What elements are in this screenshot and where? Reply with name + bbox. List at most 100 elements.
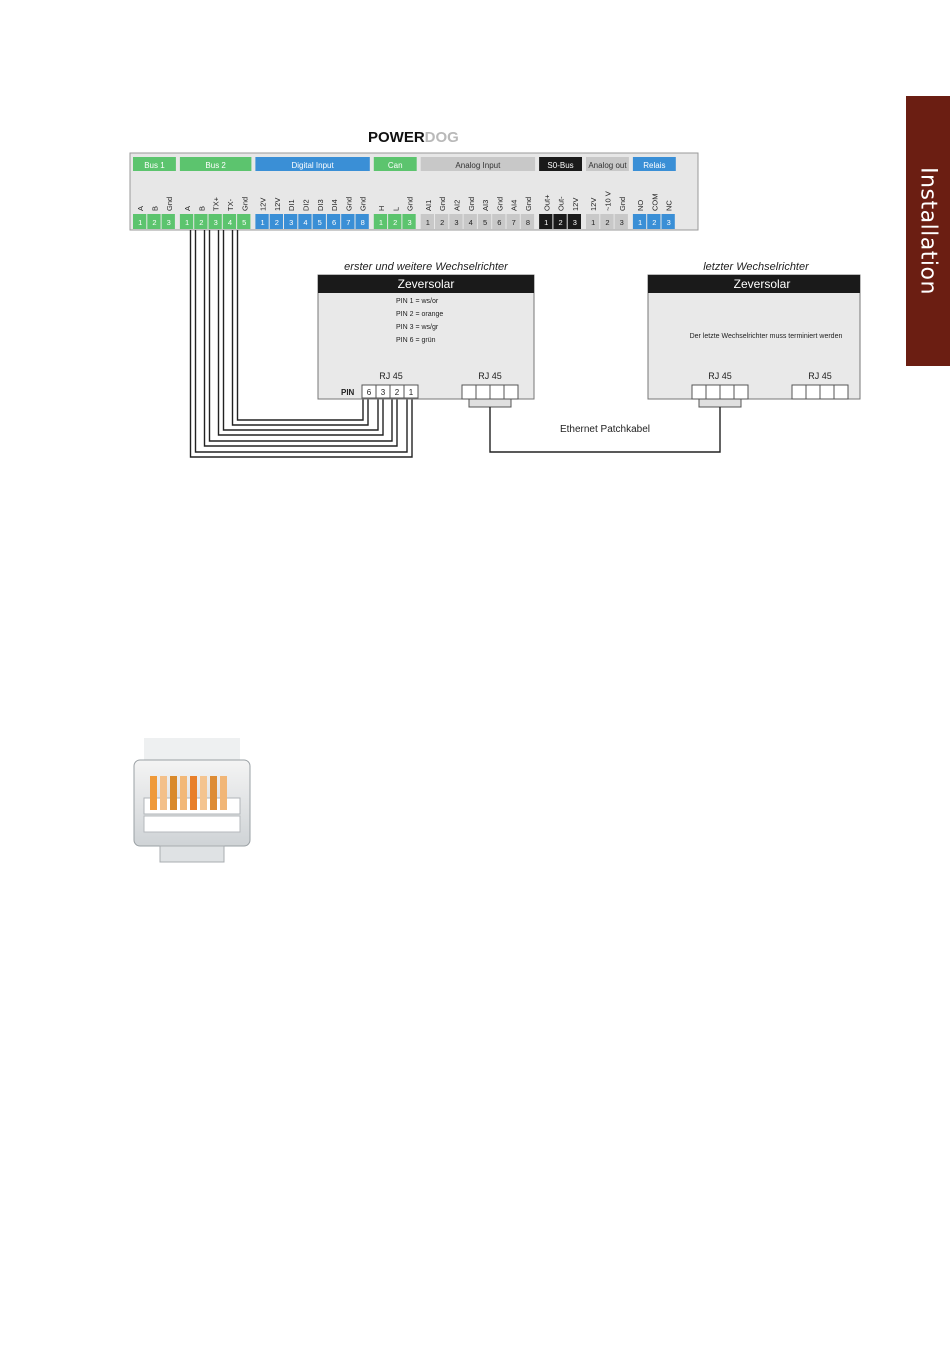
terminal-label: ~10 V: [603, 191, 612, 211]
terminal-number: 5: [483, 218, 487, 227]
terminal-label: 12V: [571, 198, 580, 211]
terminal-number: 3: [620, 218, 624, 227]
terminal-number-cell: [463, 214, 477, 229]
terminal-number-cell: [133, 214, 147, 229]
terminal-number: 1: [260, 218, 264, 227]
terminal-label: Gnd: [344, 197, 353, 211]
terminal-label: 12V: [589, 198, 598, 211]
terminal-group-header-2: [255, 157, 370, 171]
last-inverter-box: [647, 274, 861, 400]
terminal-number-cell: [586, 214, 600, 229]
terminal-number: 5: [242, 218, 246, 227]
terminal-number: 8: [361, 218, 365, 227]
termination-note: Der letzte Wechselrichter muss terminier…: [690, 333, 843, 340]
terminal-number: 2: [605, 218, 609, 227]
last-rj45-port-left: [691, 384, 749, 408]
terminal-label: Gnd: [359, 197, 368, 211]
terminal-number: 1: [544, 218, 548, 227]
terminal-number-cell: [179, 214, 194, 229]
terminal-group-header-5: [539, 157, 582, 171]
terminal-number: 2: [152, 218, 156, 227]
terminal-label: DI1: [287, 199, 296, 211]
terminal-label: Gnd: [618, 197, 627, 211]
terminal-number: 3: [289, 218, 293, 227]
terminal-group-header-3: [373, 157, 417, 171]
rj45-connector-image: [133, 738, 251, 863]
terminal-number-cell: [298, 214, 312, 229]
terminal-number-cell: [614, 214, 628, 229]
terminal-label: NO: [636, 200, 645, 211]
terminal-label: TX-: [226, 198, 235, 211]
terminal-number: 4: [469, 218, 473, 227]
terminal-label: Gnd: [165, 197, 174, 211]
terminal-group-title-6: Analog out: [588, 161, 627, 170]
terminal-number-cell: [161, 214, 175, 229]
pin-3: 3: [381, 388, 386, 397]
terminal-number-cell: [553, 214, 567, 229]
terminal-number-cell: [194, 214, 208, 229]
terminal-number-cell: [355, 214, 369, 229]
terminal-number-cell: [269, 214, 283, 229]
terminal-label: DI4: [330, 199, 339, 211]
pin-2: 2: [395, 388, 400, 397]
terminal-label: AI4: [510, 200, 519, 211]
terminal-label: Out-: [557, 196, 566, 211]
terminal-number: 2: [440, 218, 444, 227]
first-inverter-title: Zeversolar: [398, 277, 455, 291]
terminal-label: TX+: [212, 196, 221, 211]
terminal-number-cell: [520, 214, 535, 229]
terminal-number-cell: [632, 214, 647, 229]
terminal-label: 12V: [259, 198, 268, 211]
terminal-number: 5: [318, 218, 322, 227]
last-inverter-header: [648, 275, 860, 293]
terminal-label: COM: [650, 194, 659, 212]
first-inverter-header: [318, 275, 534, 293]
terminal-label: A: [183, 206, 192, 211]
terminal-number: 6: [332, 218, 336, 227]
terminal-label: AI3: [481, 200, 490, 211]
terminal-number-cell: [661, 214, 675, 229]
terminal-label: DI2: [301, 199, 310, 211]
terminal-number: 1: [426, 218, 430, 227]
first-inverter-box: [317, 274, 535, 400]
terminal-number-cell: [341, 214, 355, 229]
terminal-number-cell: [492, 214, 506, 229]
terminal-number: 7: [346, 218, 350, 227]
terminal-label: Gnd: [240, 197, 249, 211]
terminal-number-cell: [147, 214, 161, 229]
pin-1: 1: [409, 388, 414, 397]
terminal-number: 1: [138, 218, 142, 227]
terminal-number-cell: [420, 214, 434, 229]
terminal-group-title-3: Can: [388, 161, 403, 170]
terminal-group-header-0: [133, 157, 176, 171]
terminal-group-title-2: Digital Input: [291, 161, 334, 170]
last-rj45-port-right: [791, 384, 849, 400]
terminal-number: 3: [573, 218, 577, 227]
terminal-group-title-4: Analog Input: [455, 161, 501, 170]
terminal-number: 8: [526, 218, 530, 227]
terminal-label: H: [377, 206, 386, 211]
terminal-number-cell: [255, 214, 269, 229]
terminal-number-cell: [222, 214, 237, 229]
terminal-label: NC: [665, 200, 674, 211]
ethernet-patch-cable: [489, 407, 721, 453]
terminal-group-header-7: [632, 157, 676, 171]
terminal-number-cell: [435, 214, 449, 229]
terminal-label: 12V: [273, 198, 282, 211]
terminal-number-cell: [567, 214, 581, 229]
terminal-label: DI3: [316, 199, 325, 211]
last-rj45-left-label: RJ 45: [708, 371, 732, 381]
terminal-label: A: [136, 206, 145, 211]
first-rj45-port: [461, 384, 519, 408]
terminal-number: 3: [667, 218, 671, 227]
pin-note-1: PIN 1 = ws/or: [396, 298, 439, 305]
terminal-label: B: [197, 206, 206, 211]
terminal-group-title-7: Relais: [643, 161, 665, 170]
terminal-label: Gnd: [495, 197, 504, 211]
terminal-number: 3: [454, 218, 458, 227]
terminal-label: Out+: [542, 194, 551, 211]
terminal-number: 2: [558, 218, 562, 227]
terminal-number-cell: [449, 214, 463, 229]
pin-6: 6: [367, 388, 372, 397]
